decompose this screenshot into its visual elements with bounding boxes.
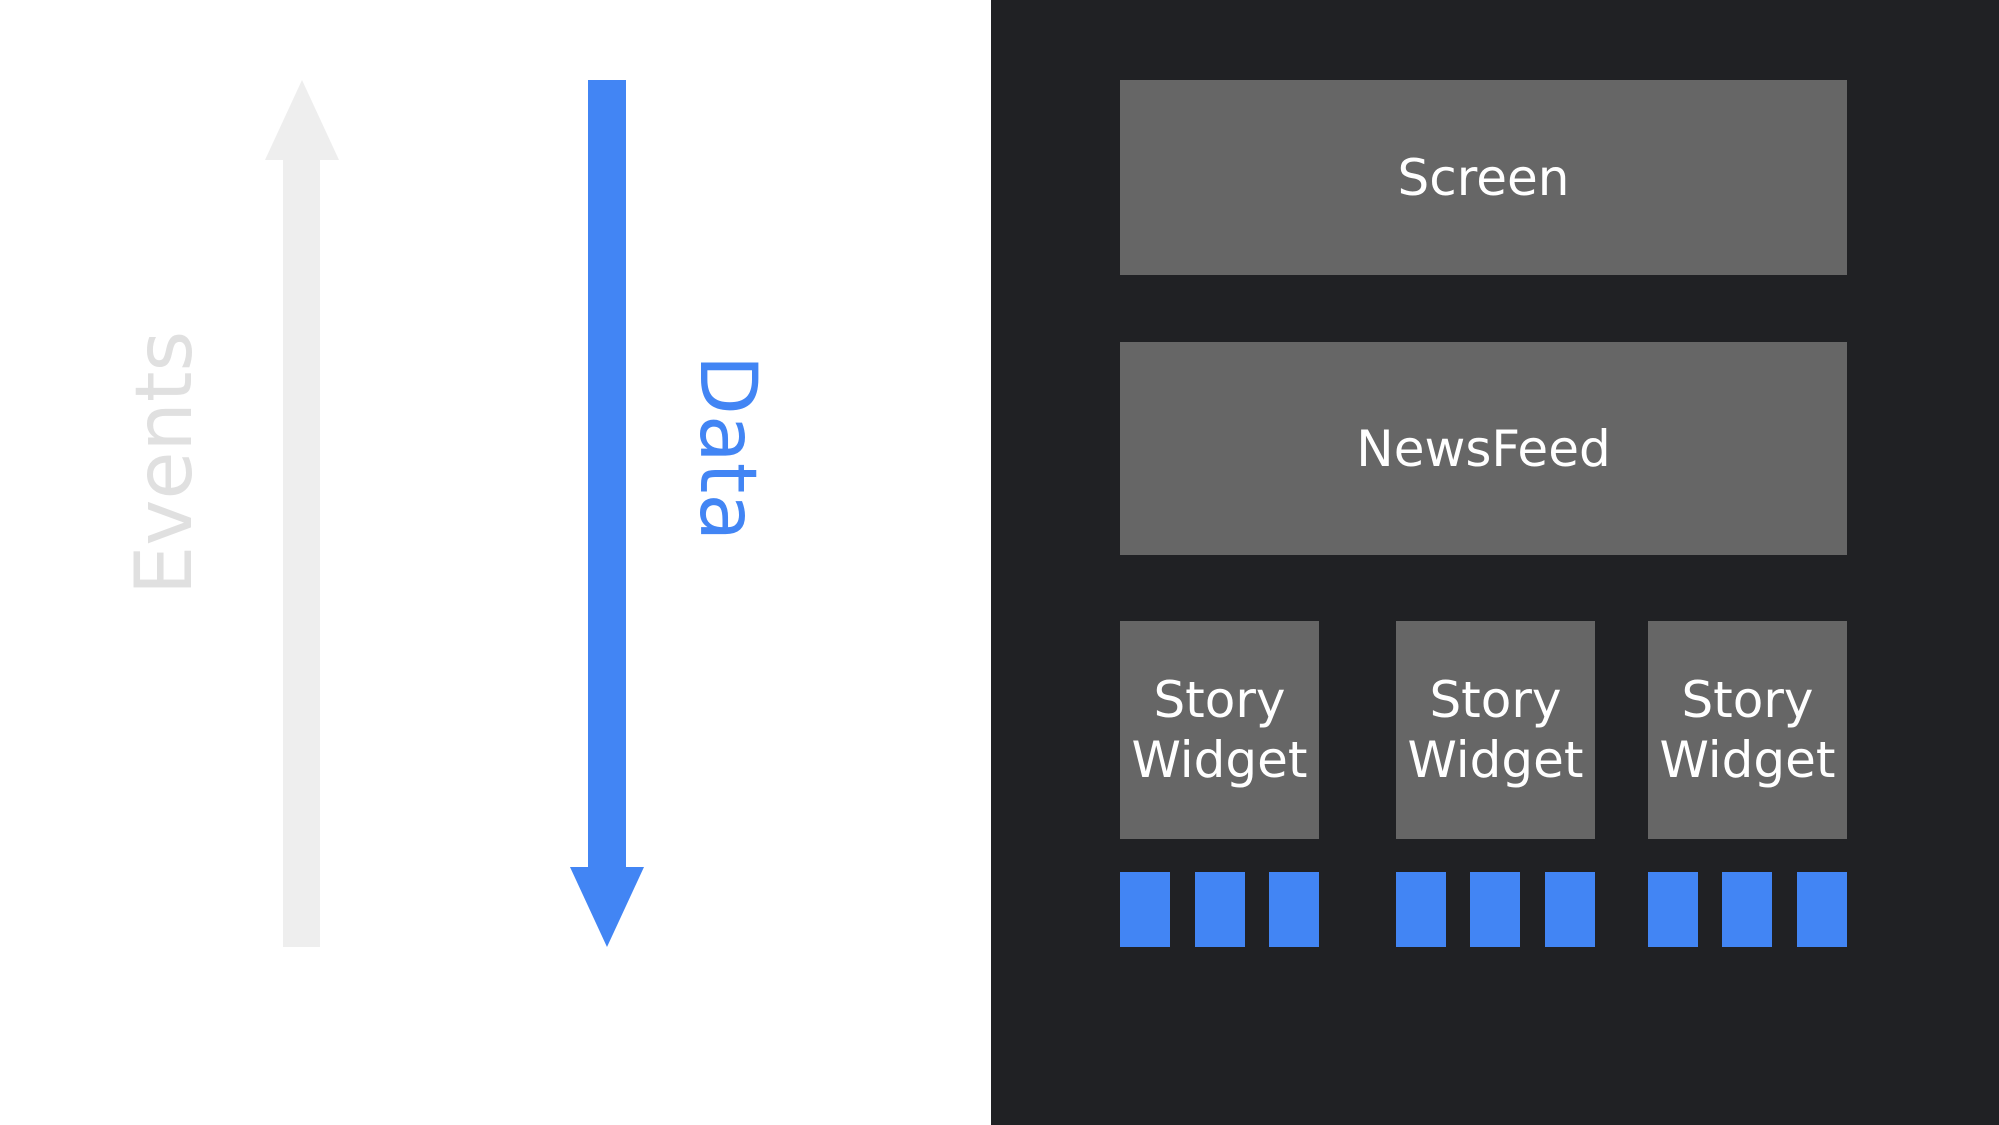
story-widget-line2: Widget	[1407, 731, 1584, 789]
leaf-widget	[1545, 872, 1595, 947]
leaf-widget	[1195, 872, 1245, 947]
newsfeed-box: NewsFeed	[1120, 342, 1847, 555]
screen-box: Screen	[1120, 80, 1847, 275]
leaf-widget	[1269, 872, 1319, 947]
story-widget-line2: Widget	[1131, 731, 1308, 789]
data-arrow	[570, 80, 644, 947]
story-widget-line1: Story	[1153, 671, 1286, 729]
leaf-widget	[1396, 872, 1446, 947]
events-arrow	[265, 80, 339, 947]
leaf-widget	[1470, 872, 1520, 947]
leaf-widget	[1120, 872, 1170, 947]
leaf-widget	[1797, 872, 1847, 947]
newsfeed-label: NewsFeed	[1356, 419, 1611, 478]
events-label: Events	[120, 330, 210, 595]
screen-label: Screen	[1397, 148, 1570, 207]
leaf-widget	[1722, 872, 1772, 947]
data-label: Data	[682, 354, 772, 542]
leaf-widget	[1648, 872, 1698, 947]
story-widget-line1: Story	[1429, 671, 1562, 729]
story-widget-line2: Widget	[1659, 731, 1836, 789]
arrows	[265, 80, 644, 947]
story-widget-line1: Story	[1681, 671, 1814, 729]
